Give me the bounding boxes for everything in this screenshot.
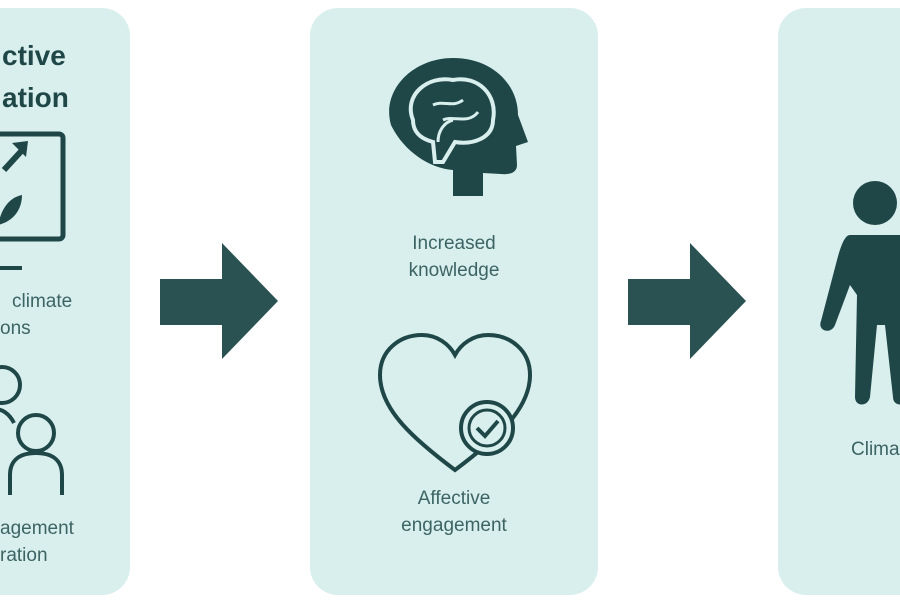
right-item1-label: Clima bbox=[851, 439, 900, 460]
left-item1-line1: climate bbox=[12, 291, 73, 312]
middle-item1-line2: knowledge bbox=[408, 260, 500, 281]
heart-check-icon bbox=[377, 332, 533, 473]
people-icon bbox=[0, 365, 64, 495]
middle-item2-line2: engagement bbox=[401, 515, 507, 536]
middle-item2-line1: Affective bbox=[417, 488, 491, 509]
left-title-line1: ctive bbox=[2, 40, 66, 71]
left-panel bbox=[0, 8, 130, 595]
monitor-growth-icon bbox=[0, 131, 66, 270]
person-icon bbox=[820, 181, 900, 405]
left-item2-line2: ration bbox=[0, 545, 48, 566]
middle-item1-line1: Increased bbox=[412, 233, 496, 254]
arrow-right-icon bbox=[160, 243, 278, 359]
arrow-right-icon bbox=[628, 243, 746, 359]
left-item2-line1: agement bbox=[0, 518, 74, 539]
left-item1-line2: ons bbox=[0, 318, 31, 339]
brain-head-icon bbox=[389, 58, 528, 196]
left-title-line2: ation bbox=[2, 82, 69, 113]
